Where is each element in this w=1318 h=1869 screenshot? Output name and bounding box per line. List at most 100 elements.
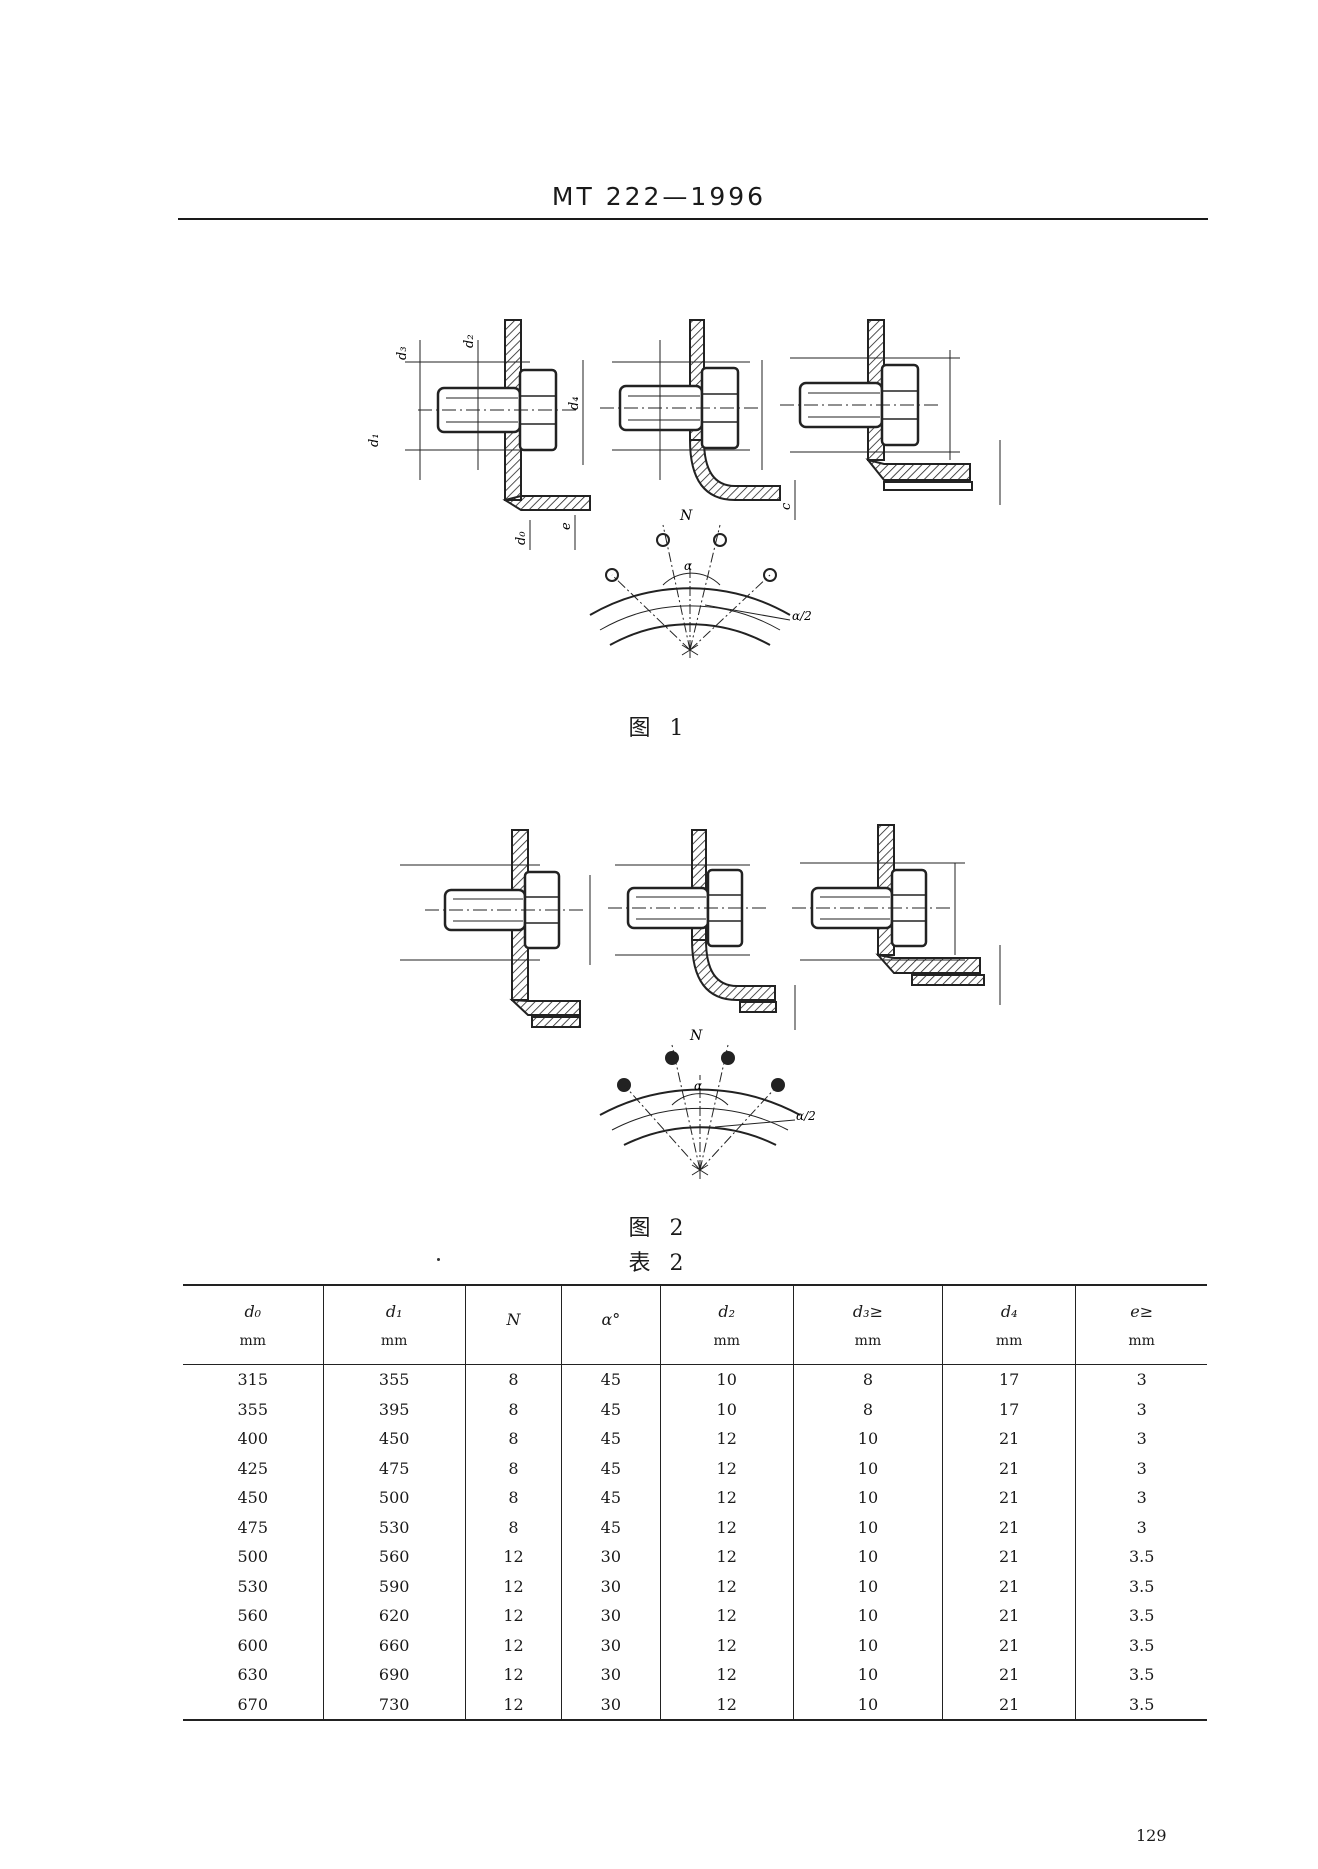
- table-cell: 660: [322, 1630, 466, 1660]
- table-cell: 45: [561, 1483, 661, 1513]
- column-symbol: d₃≥: [852, 1301, 883, 1321]
- table-cell: 30: [561, 1601, 661, 1631]
- table-cell: 10: [792, 1601, 943, 1631]
- table-cell: 21: [942, 1424, 1076, 1454]
- table-cell: 12: [659, 1689, 794, 1721]
- table-cell: 3.5: [1075, 1660, 1207, 1690]
- column-unit: mm: [713, 1332, 740, 1349]
- table-cell: 10: [792, 1571, 943, 1601]
- document-code-header: MT 222—1996: [551, 182, 767, 211]
- table-cell: 21: [942, 1630, 1076, 1660]
- table-cell: 10: [792, 1689, 943, 1721]
- table-cell: 30: [561, 1660, 661, 1690]
- table-cell: 395: [322, 1394, 466, 1424]
- table-cell: 10: [659, 1364, 794, 1395]
- table-cell: 3.5: [1075, 1542, 1207, 1572]
- table-cell: 12: [659, 1601, 794, 1631]
- label-d0: d₀: [514, 531, 529, 545]
- table-cell: 12: [659, 1424, 794, 1454]
- table-cell: 21: [942, 1689, 1076, 1721]
- column-symbol: d₂: [718, 1301, 736, 1321]
- table-cell: 3.5: [1075, 1571, 1207, 1601]
- label-d2: d₂: [462, 334, 477, 348]
- table-cell: 8: [464, 1424, 562, 1454]
- column-header: e≥mm: [1075, 1285, 1207, 1365]
- table-cell: 670: [183, 1689, 324, 1721]
- column-symbol: d₁: [385, 1301, 403, 1321]
- label-alpha: α: [684, 559, 692, 573]
- table-cell: 8: [792, 1364, 943, 1395]
- column-unit: mm: [1128, 1332, 1155, 1349]
- table-cell: 17: [942, 1364, 1076, 1395]
- figure-1-drawing: N α α/2 d₁ d₃ d₂ d₄ d₀ e c: [367, 319, 1001, 658]
- table-cell: 12: [464, 1689, 562, 1721]
- table-cell: 8: [464, 1483, 562, 1513]
- table-cell: 10: [792, 1512, 943, 1542]
- table-cell: 475: [237, 1517, 269, 1537]
- fig2-label-alpha-half: α/2: [796, 1109, 816, 1123]
- table-cell: 10: [792, 1483, 943, 1513]
- table-cell: 3: [1075, 1424, 1207, 1454]
- table-cell: 12: [464, 1630, 562, 1660]
- column-symbol: N: [506, 1309, 521, 1329]
- table-2-caption: 表 2: [628, 1251, 690, 1276]
- column-unit: mm: [854, 1332, 882, 1349]
- table-cell: 45: [561, 1394, 661, 1424]
- column-header: d₂ mm: [659, 1285, 794, 1365]
- table-cell: 10: [792, 1542, 943, 1572]
- label-alpha-half: α/2: [792, 609, 812, 623]
- column-header: d₃≥ mm: [792, 1285, 943, 1365]
- table-cell: 12: [464, 1601, 562, 1631]
- table-cell: 315: [237, 1370, 269, 1390]
- fig2-label-alpha: α: [694, 1079, 702, 1093]
- header-rule: [178, 218, 1208, 220]
- table-cell: 30: [561, 1630, 661, 1660]
- table-cell: 3: [1075, 1512, 1207, 1542]
- figure-2-caption: 图 2: [628, 1216, 690, 1241]
- table-cell: 530: [237, 1576, 269, 1596]
- table-cell: 21: [942, 1660, 1076, 1690]
- table-cell: 500: [322, 1483, 466, 1513]
- table-cell: 8: [464, 1364, 562, 1395]
- table-cell: 45: [561, 1364, 661, 1395]
- table-cell: 12: [464, 1542, 562, 1572]
- table-cell: 10: [792, 1660, 943, 1690]
- table-cell: 475: [322, 1453, 466, 1483]
- table-cell: 12: [659, 1630, 794, 1660]
- table-cell: 530: [322, 1512, 466, 1542]
- label-d4: d₄: [567, 396, 582, 410]
- column-unit: mm: [239, 1332, 267, 1349]
- table-cell: 45: [561, 1453, 661, 1483]
- table-cell: 355: [237, 1399, 269, 1419]
- label-N: N: [679, 508, 693, 524]
- fig1-hole-pattern: N α α/2: [589, 508, 812, 658]
- table-cell: 450: [322, 1424, 466, 1454]
- table-cell: 3.5: [1075, 1601, 1207, 1631]
- table-cell: 8: [464, 1394, 562, 1424]
- table-cell: 400: [237, 1429, 269, 1449]
- table-cell: 21: [942, 1512, 1076, 1542]
- table-cell: 630: [237, 1665, 269, 1685]
- table-cell: 10: [792, 1630, 943, 1660]
- table-cell: 21: [942, 1542, 1076, 1572]
- label-e: e: [559, 522, 574, 530]
- label-c: c: [779, 502, 794, 510]
- table-cell: 3.5: [1075, 1630, 1207, 1660]
- table-cell: 3: [1075, 1364, 1207, 1395]
- table-cell: 600: [237, 1635, 269, 1655]
- label-d3: d₃: [395, 346, 410, 360]
- table-cell: 3: [1075, 1453, 1207, 1483]
- page-number: 129: [1136, 1826, 1167, 1845]
- fig1-assembly-b: [598, 319, 796, 520]
- table-cell: 560: [322, 1542, 466, 1572]
- table-cell: 10: [792, 1453, 943, 1483]
- table-cell: 12: [659, 1512, 794, 1542]
- table-cell: 12: [659, 1453, 794, 1483]
